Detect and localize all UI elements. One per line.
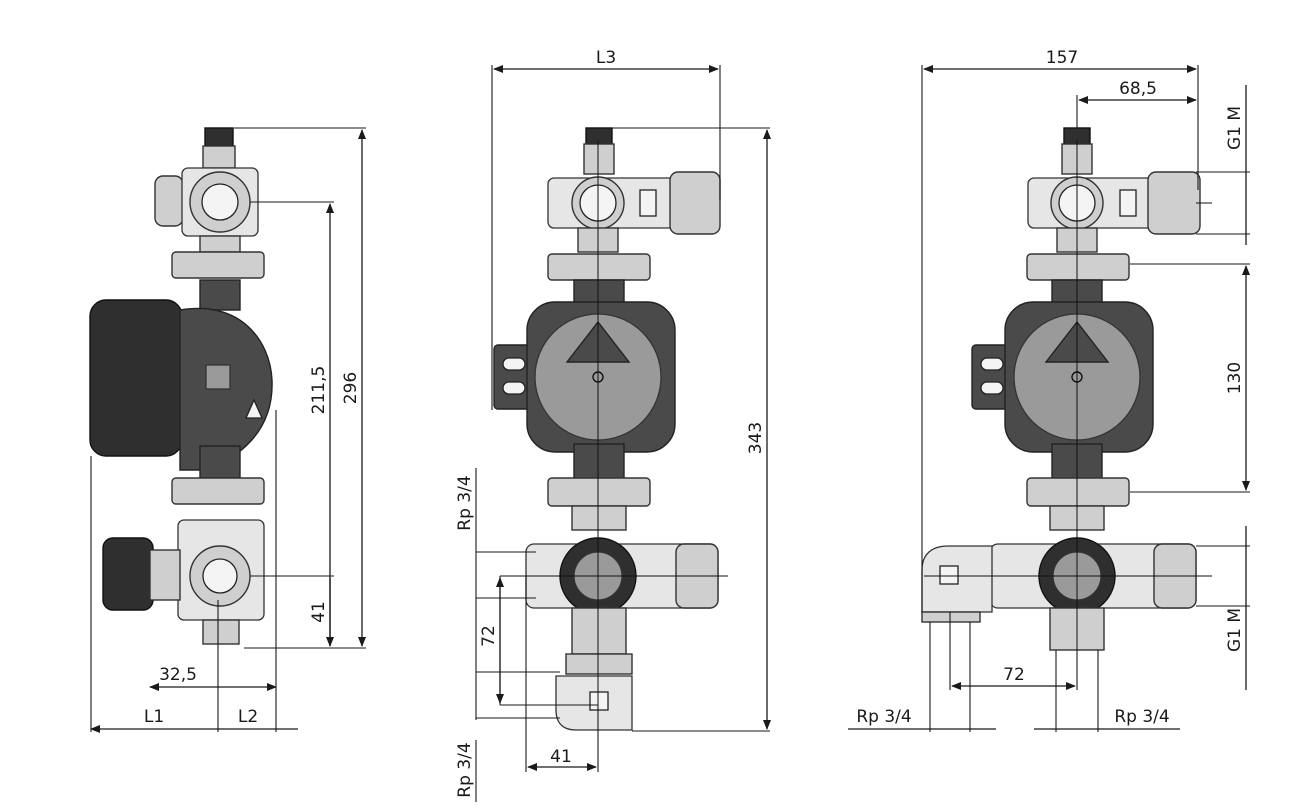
- rear-upper-fitting: [1147, 171, 1201, 235]
- side-lower-port-inner: [202, 558, 238, 594]
- dim-rp-left-label: Rp 3/4: [856, 707, 911, 727]
- dim-68-label: 68,5: [1119, 79, 1157, 99]
- rear-upper-window: [1119, 189, 1137, 217]
- dim-343-label: 343: [746, 422, 766, 454]
- dim-72-label: 72: [479, 625, 499, 647]
- dim-g1m-bottom-label: G1 M: [1225, 608, 1245, 652]
- dim-41-label: 41: [309, 601, 329, 623]
- side-pump-latch: [205, 364, 231, 390]
- dim-32-label: 32,5: [159, 665, 197, 685]
- rear-view: 157 68,5 G1 M 130 G1 M 72 Rp 3/4 Rp 3/4: [848, 48, 1250, 732]
- dim-157-label: 157: [1046, 48, 1078, 68]
- rear-bracket-slot-2: [980, 381, 1004, 395]
- dim-l1-label: L1: [144, 707, 164, 727]
- front-view-assembly: [493, 127, 728, 740]
- dim-72r-label: 72: [1003, 665, 1025, 685]
- side-view-assembly: [89, 127, 273, 645]
- side-view: 296 211,5 41 32,5 L1 L2: [89, 127, 366, 733]
- dim-l3-label: L3: [596, 48, 616, 68]
- dim-296-label: 296: [341, 372, 361, 404]
- dim-g1m-top-label: G1 M: [1225, 106, 1245, 150]
- side-thermostat-neck: [149, 549, 181, 601]
- front-lower-nut-2: [565, 653, 633, 675]
- side-thermostat-head: [102, 537, 154, 611]
- side-upper-port-inner: [201, 183, 239, 221]
- dim-l2-label: L2: [238, 707, 258, 727]
- front-vent-body: [583, 143, 615, 175]
- front-upper-window: [639, 189, 657, 217]
- side-pump-motor: [89, 299, 183, 457]
- dim-130-label: 130: [1225, 362, 1245, 394]
- front-upper-fitting: [669, 171, 721, 235]
- dim-211-label: 211,5: [309, 366, 329, 415]
- side-pump-neck-top: [199, 279, 241, 311]
- side-flow-arrow: [244, 398, 264, 419]
- side-bottom-outlet: [202, 619, 240, 645]
- rear-bracket-slot-1: [980, 357, 1004, 371]
- dim-rp-right-label: Rp 3/4: [1114, 707, 1169, 727]
- rear-upper-nut: [1026, 253, 1130, 281]
- dim-rp-bottom-label: Rp 3/4: [455, 742, 475, 797]
- side-upper-knob: [154, 175, 184, 227]
- rear-view-assembly: [921, 127, 1212, 660]
- front-vent-cap: [585, 127, 613, 145]
- side-upper-neck: [199, 235, 241, 253]
- front-upper-nut: [547, 253, 651, 281]
- front-elbow-square: [589, 691, 609, 711]
- front-pump-neck-bottom: [573, 443, 625, 481]
- front-lower-nut: [547, 477, 651, 507]
- rear-lower-nut: [1026, 477, 1130, 507]
- side-vent-body: [202, 145, 236, 169]
- dim-41b-label: 41: [550, 747, 572, 767]
- rear-elbow-base: [921, 611, 981, 623]
- side-lower-nut: [171, 477, 265, 505]
- front-bracket-slot-2: [502, 381, 526, 395]
- front-lower-neck: [571, 505, 627, 531]
- side-pump-neck-bottom: [199, 445, 241, 479]
- rear-elbow-square: [939, 565, 959, 585]
- front-bracket-slot-1: [502, 357, 526, 371]
- side-upper-nut: [171, 251, 265, 279]
- dim-rp-top-label: Rp 3/4: [455, 475, 475, 530]
- front-view: L3 343 Rp 3/4 Rp 3/4 72 41: [455, 48, 771, 802]
- front-lower-pipe: [571, 607, 627, 655]
- side-vent-cap: [204, 127, 234, 147]
